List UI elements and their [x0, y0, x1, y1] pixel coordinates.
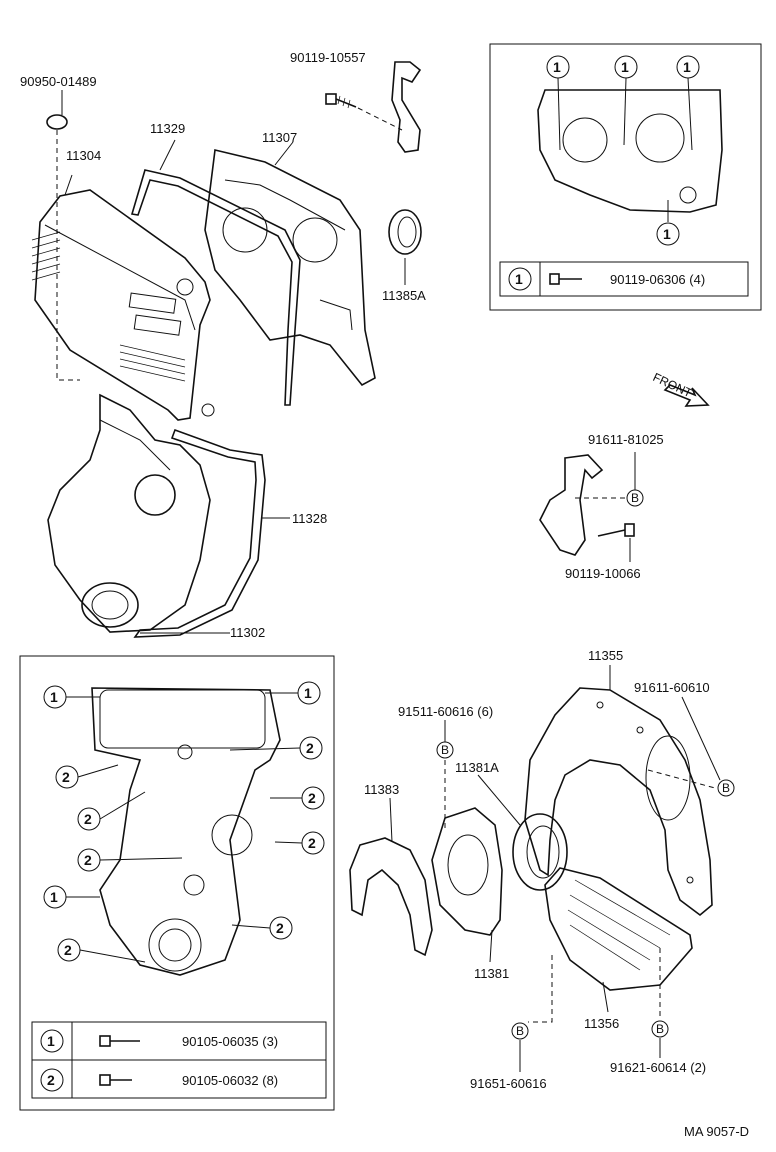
- front-arrow: FRONT: [651, 370, 710, 407]
- rear-oil-seal-11381A: [512, 813, 568, 891]
- svg-text:1: 1: [621, 59, 629, 75]
- label-11383: 11383: [364, 782, 399, 797]
- label-11304: 11304: [66, 148, 101, 163]
- label-11356: 11356: [584, 1016, 619, 1031]
- svg-text:1: 1: [663, 226, 671, 242]
- svg-text:2: 2: [62, 769, 70, 785]
- label-90119-10066: 90119-10066: [565, 566, 641, 581]
- svg-text:1: 1: [50, 889, 58, 905]
- inset-bottom-row2-part: 90105-06032 (8): [182, 1073, 278, 1088]
- label-91621-60614: 91621-60614 (2): [610, 1060, 706, 1075]
- svg-text:B: B: [516, 1024, 524, 1038]
- inset-bottom-row1-part: 90105-06035 (3): [182, 1034, 278, 1049]
- label-90119-10557: 90119-10557: [290, 50, 366, 65]
- label-11328: 11328: [292, 511, 327, 526]
- bolt-90119-10557: [325, 93, 357, 109]
- svg-text:B: B: [631, 491, 639, 505]
- label-90950-01489: 90950-01489: [20, 74, 97, 89]
- svg-text:2: 2: [306, 740, 314, 756]
- inset-bottom-row2-key: 2: [47, 1072, 55, 1088]
- inset-callout-1-c: 1: [676, 55, 700, 79]
- bolt-ref-b-91611-60610: [717, 779, 735, 797]
- svg-text:1: 1: [50, 689, 58, 705]
- oil-seal-11385A: [388, 209, 422, 255]
- label-11329: 11329: [150, 121, 185, 136]
- inset-top-legend-part: 90119-06306 (4): [610, 272, 705, 287]
- svg-text:2: 2: [308, 835, 316, 851]
- inset-callout-1-b: 1: [614, 55, 638, 79]
- inset-bottom-row1-key: 1: [47, 1033, 55, 1049]
- label-11307: 11307: [262, 130, 297, 145]
- bolt-ref-b-91621: [651, 1020, 669, 1038]
- gasket-11329: [130, 169, 301, 406]
- inset-callout-1-a: 1: [546, 55, 570, 79]
- svg-text:1: 1: [304, 685, 312, 701]
- figure-code: MA 9057-D: [684, 1124, 749, 1139]
- label-11385A: 11385A: [382, 288, 426, 303]
- svg-text:2: 2: [84, 852, 92, 868]
- engine-hanger-bracket: B: [539, 452, 644, 562]
- timing-cover-no1: [31, 189, 215, 421]
- svg-text:B: B: [656, 1022, 664, 1036]
- svg-text:2: 2: [64, 942, 72, 958]
- svg-text:2: 2: [276, 920, 284, 936]
- gasket-11328: [133, 428, 266, 638]
- rear-oil-seal-retainer-11381: [431, 807, 503, 936]
- svg-text:1: 1: [683, 59, 691, 75]
- bolt-ref-b-91651: [511, 1022, 529, 1040]
- plug-90950-01489: [46, 90, 68, 130]
- inset-top-legend-key: 1: [515, 271, 523, 287]
- label-11302: 11302: [230, 625, 265, 640]
- label-91511-60616: 91511-60616 (6): [398, 704, 493, 719]
- label-11381: 11381: [474, 966, 509, 981]
- svg-text:1: 1: [553, 59, 561, 75]
- bracket-hook: [391, 61, 422, 153]
- flywheel-housing-cover-11356: [544, 867, 693, 991]
- inset-top-right: 1 1 1 1 1 90119-06306 (4): [489, 43, 762, 311]
- svg-text:2: 2: [308, 790, 316, 806]
- rear-end-plate-11355: [524, 687, 713, 917]
- inset-callout-1-d: 1: [656, 222, 680, 246]
- gasket-11383: [349, 837, 433, 957]
- label-91611-60610: 91611-60610: [634, 680, 710, 695]
- svg-text:B: B: [441, 743, 449, 757]
- svg-text:2: 2: [84, 811, 92, 827]
- label-11355: 11355: [588, 648, 623, 663]
- timing-belt-cover-plate: [204, 149, 376, 387]
- front-label: FRONT: [651, 370, 695, 400]
- label-91611-81025: 91611-81025: [588, 432, 664, 447]
- timing-cover-no2: [47, 393, 211, 633]
- label-11381A: 11381A: [455, 760, 499, 775]
- label-91651-60616: 91651-60616: [470, 1076, 547, 1091]
- svg-text:B: B: [722, 781, 730, 795]
- inset-bottom-left: 1 1 1 2 2 2 2 2 2 2 2 1: [19, 655, 335, 1111]
